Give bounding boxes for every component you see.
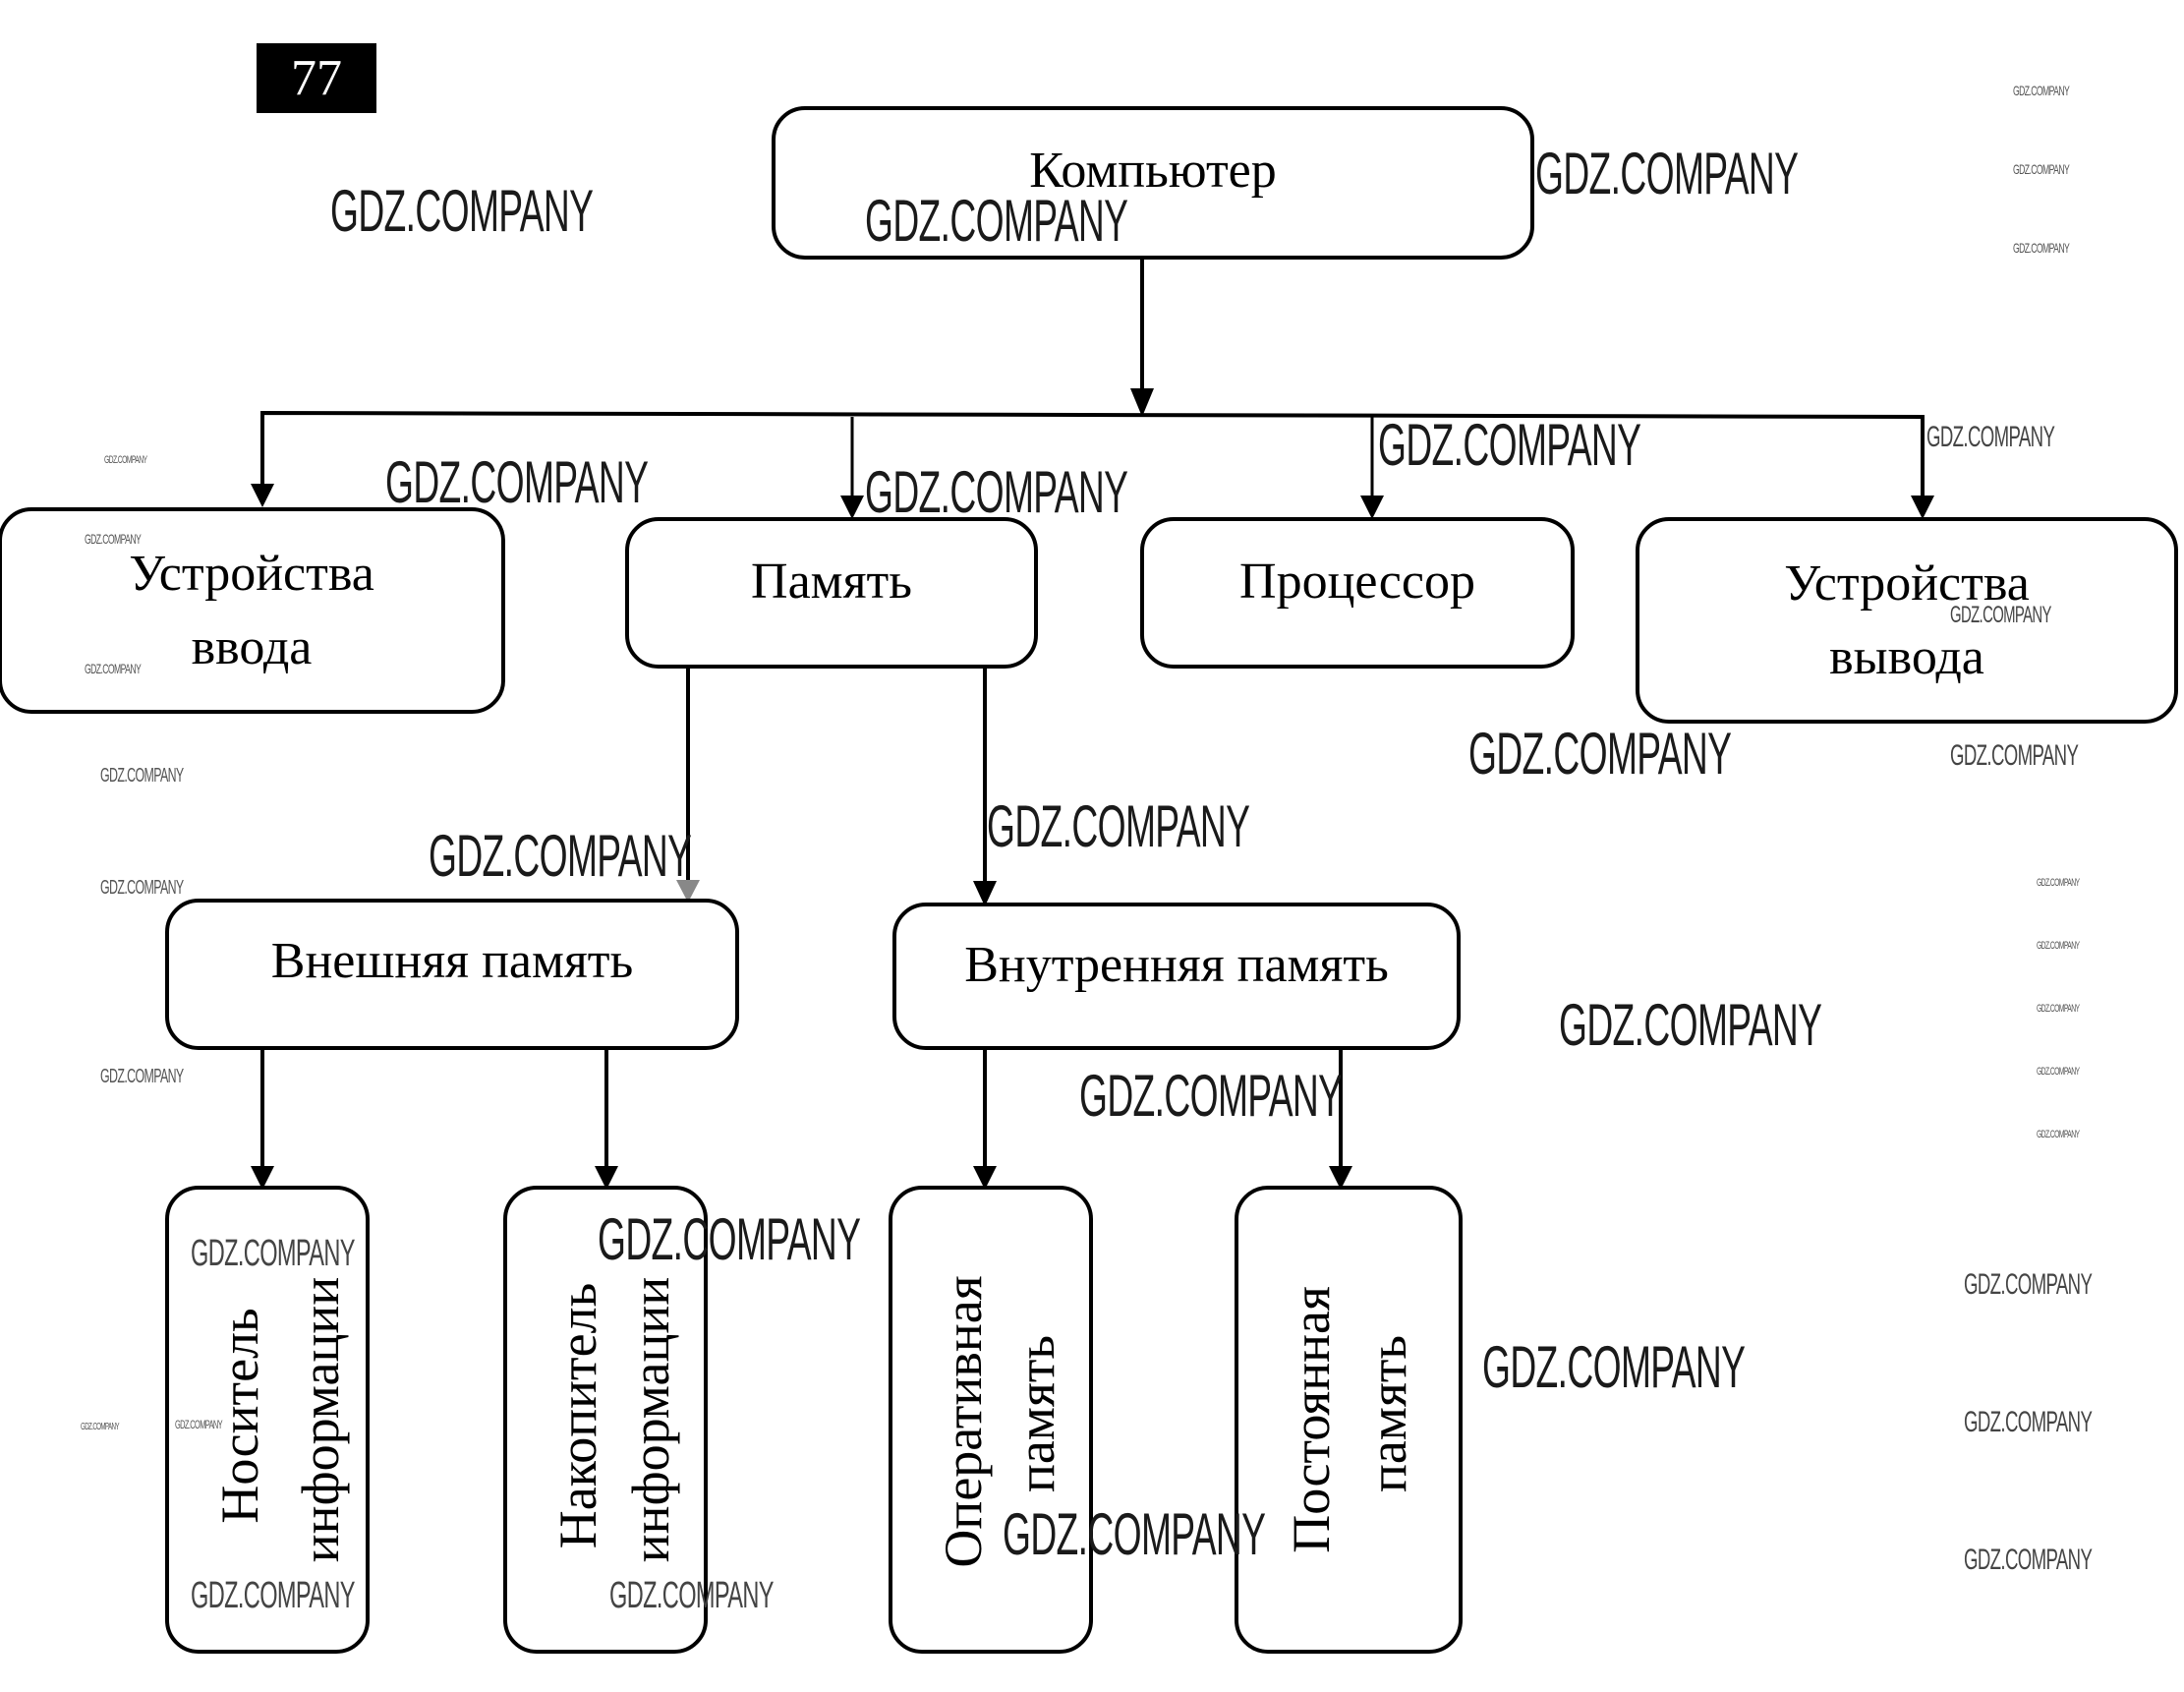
watermark: GDZ.COMPANY: [100, 877, 184, 899]
node-memory: Память: [625, 517, 1038, 669]
node-storage-line2: информации: [621, 1276, 680, 1563]
node-external-memory: Внешняя память: [165, 899, 739, 1050]
arrowhead-external: [676, 880, 700, 903]
watermark: GDZ.COMPANY: [1964, 1268, 2093, 1301]
arrowhead-storage: [595, 1166, 618, 1190]
node-carrier-line1: Носитель: [210, 1308, 269, 1524]
node-output-devices: Устройства вывода: [1636, 517, 2178, 724]
page-number-badge: 77: [257, 43, 376, 113]
watermark: GDZ.COMPANY: [2037, 1129, 2080, 1140]
watermark: GDZ.COMPANY: [1535, 141, 1799, 206]
watermark: GDZ.COMPANY: [865, 459, 1128, 525]
node-processor-label: Процессор: [1239, 554, 1475, 610]
watermark: GDZ.COMPANY: [2013, 83, 2070, 98]
watermark: GDZ.COMPANY: [429, 823, 692, 889]
arrowhead-input: [251, 484, 274, 507]
watermark: GDZ.COMPANY: [2013, 240, 2070, 256]
watermark: GDZ.COMPANY: [2013, 161, 2070, 177]
bus-line: [260, 410, 1925, 503]
watermark: GDZ.COMPANY: [104, 454, 147, 466]
node-input-line1: Устройства: [129, 545, 374, 602]
arrowhead-internal: [973, 881, 997, 906]
arrowhead-carrier: [251, 1166, 274, 1190]
watermark: GDZ.COMPANY: [191, 1575, 355, 1616]
node-external-label: Внешняя память: [270, 933, 634, 989]
watermark: GDZ.COMPANY: [2037, 940, 2080, 952]
arrowhead-root-bus: [1130, 388, 1154, 417]
node-output-line2: вывода: [1829, 629, 1984, 685]
watermark: GDZ.COMPANY: [175, 1418, 223, 1431]
arrowhead-rom: [1329, 1166, 1352, 1190]
watermark: GDZ.COMPANY: [85, 661, 142, 676]
node-ram: [889, 1186, 1093, 1654]
node-rom-line2: память: [1358, 1334, 1417, 1493]
node-internal-memory: Внутренняя память: [892, 903, 1461, 1050]
watermark: GDZ.COMPANY: [2037, 877, 2080, 889]
node-input-line2: ввода: [191, 619, 313, 675]
arrowhead-memory: [840, 496, 864, 519]
watermark: GDZ.COMPANY: [1079, 1063, 1343, 1129]
watermark: GDZ.COMPANY: [598, 1206, 861, 1272]
watermark: GDZ.COMPANY: [85, 531, 142, 547]
watermark: GDZ.COMPANY: [330, 178, 594, 244]
arrowhead-output: [1911, 496, 1934, 519]
node-ram-line2: память: [1006, 1334, 1065, 1493]
node-info-carrier: [165, 1186, 370, 1654]
node-storage-line1: Накопитель: [548, 1282, 607, 1549]
watermark: GDZ.COMPANY: [987, 793, 1250, 859]
node-carrier-line2: информации: [291, 1276, 350, 1563]
node-rom-line1: Постоянная: [1282, 1286, 1341, 1553]
watermark: GDZ.COMPANY: [1964, 1406, 2093, 1438]
watermark: GDZ.COMPANY: [191, 1233, 355, 1274]
node-processor: Процессор: [1140, 517, 1575, 669]
node-computer: Компьютер: [772, 106, 1534, 260]
watermark: GDZ.COMPANY: [865, 188, 1128, 254]
watermark: GDZ.COMPANY: [2037, 1003, 2080, 1015]
node-memory-label: Память: [751, 554, 912, 610]
node-ram-line1: Оперативная: [934, 1275, 993, 1568]
watermark: GDZ.COMPANY: [1950, 602, 2051, 628]
node-output-line1: Устройства: [1784, 554, 2030, 612]
watermark: GDZ.COMPANY: [1468, 721, 1732, 787]
watermark: GDZ.COMPANY: [1964, 1544, 2093, 1576]
node-rom: [1235, 1186, 1463, 1654]
watermark: GDZ.COMPANY: [385, 449, 649, 515]
watermark: GDZ.COMPANY: [2037, 1066, 2080, 1078]
node-info-storage: [503, 1186, 708, 1654]
node-computer-label: Компьютер: [1029, 143, 1277, 199]
arrowhead-ram: [973, 1166, 997, 1190]
watermark: GDZ.COMPANY: [100, 765, 184, 787]
watermark: GDZ.COMPANY: [100, 1066, 184, 1087]
watermark: GDZ.COMPANY: [1003, 1501, 1266, 1567]
watermark: GDZ.COMPANY: [81, 1422, 120, 1432]
node-input-devices: Устройства ввода: [0, 507, 505, 714]
arrowhead-processor: [1360, 496, 1384, 519]
watermark: GDZ.COMPANY: [1482, 1334, 1746, 1400]
watermark: GDZ.COMPANY: [1950, 739, 2079, 772]
watermark: GDZ.COMPANY: [1559, 992, 1822, 1058]
watermark: GDZ.COMPANY: [1926, 421, 2055, 453]
node-internal-label: Внутренняя память: [964, 937, 1389, 993]
watermark: GDZ.COMPANY: [1378, 412, 1641, 478]
watermark: GDZ.COMPANY: [609, 1575, 774, 1616]
